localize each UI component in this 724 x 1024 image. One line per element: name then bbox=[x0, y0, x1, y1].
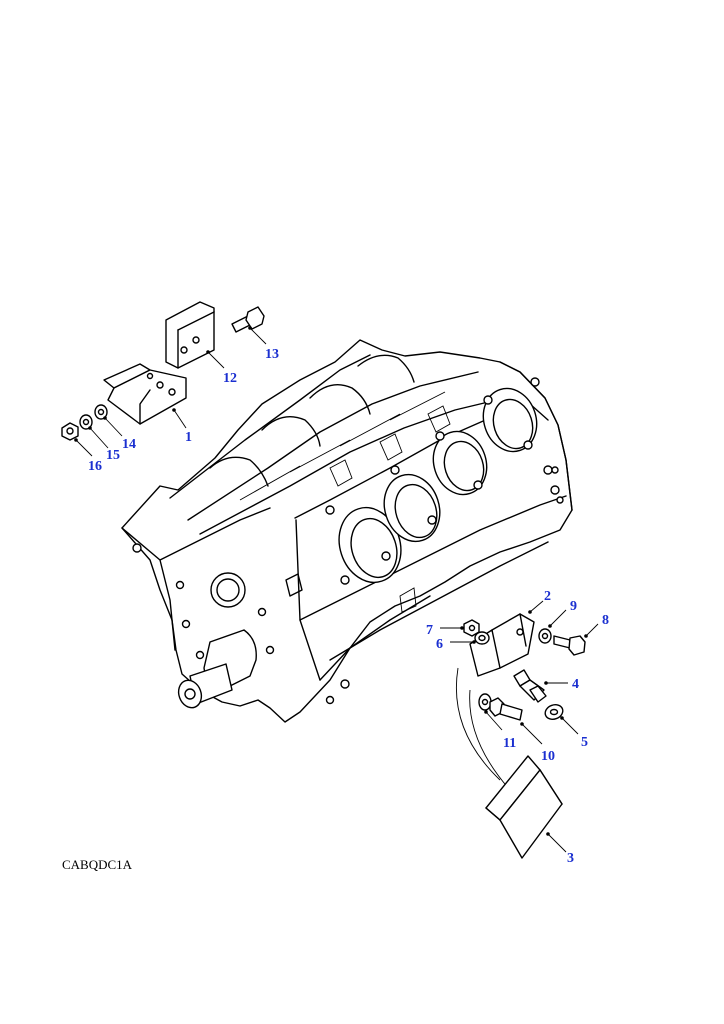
svg-text:10: 10 bbox=[541, 749, 555, 764]
callout-11: 11 bbox=[484, 710, 516, 751]
callout-10: 10 bbox=[520, 722, 555, 764]
callout-3: 3 bbox=[546, 832, 574, 866]
assembly-path-line bbox=[455, 667, 501, 781]
svg-text:7: 7 bbox=[426, 623, 433, 638]
callout-13: 13 bbox=[248, 326, 279, 362]
drawing-reference-code: CABQDC1A bbox=[62, 857, 133, 872]
callout-12: 12 bbox=[206, 350, 237, 386]
callout-5: 5 bbox=[560, 716, 588, 750]
bolt-part-13 bbox=[231, 306, 265, 333]
callout-4: 4 bbox=[544, 677, 579, 692]
svg-text:11: 11 bbox=[503, 736, 516, 751]
engine-block bbox=[121, 339, 573, 723]
svg-text:14: 14 bbox=[122, 437, 136, 452]
washer-part-5 bbox=[544, 704, 564, 720]
mounting-bracket-part-1 bbox=[103, 363, 187, 425]
callout-7: 7 bbox=[426, 623, 464, 638]
callout-1: 1 bbox=[172, 408, 192, 445]
callout-14: 14 bbox=[103, 416, 136, 452]
svg-text:8: 8 bbox=[602, 613, 609, 628]
svg-text:4: 4 bbox=[572, 677, 579, 692]
callout-15: 15 bbox=[88, 426, 120, 463]
callout-8: 8 bbox=[584, 613, 609, 638]
rubber-mount-part-4 bbox=[513, 669, 547, 703]
mounting-bracket-part-3 bbox=[485, 755, 563, 859]
mounting-bracket-part-2 bbox=[469, 613, 535, 677]
callout-9: 9 bbox=[548, 599, 577, 628]
svg-text:16: 16 bbox=[88, 459, 102, 474]
washer-part-11 bbox=[478, 693, 492, 711]
svg-text:9: 9 bbox=[570, 599, 577, 614]
washer-part-15 bbox=[79, 414, 93, 430]
svg-text:5: 5 bbox=[581, 735, 588, 750]
callout-2: 2 bbox=[528, 589, 551, 614]
svg-text:3: 3 bbox=[567, 851, 574, 866]
washer-part-14 bbox=[94, 404, 108, 420]
svg-text:2: 2 bbox=[544, 589, 551, 604]
bolt-part-8 bbox=[553, 635, 586, 656]
mounting-bracket-part-12 bbox=[165, 301, 215, 369]
bolt-part-10 bbox=[489, 697, 523, 721]
svg-text:12: 12 bbox=[223, 371, 237, 386]
washer-part-6 bbox=[474, 631, 490, 645]
svg-text:15: 15 bbox=[106, 448, 120, 463]
nut-part-16 bbox=[61, 422, 79, 441]
callout-16: 16 bbox=[74, 438, 102, 474]
svg-text:6: 6 bbox=[436, 637, 443, 652]
svg-text:1: 1 bbox=[185, 430, 192, 445]
callout-6: 6 bbox=[436, 637, 476, 652]
washer-part-9 bbox=[538, 628, 552, 644]
assembly-path-line bbox=[469, 689, 511, 791]
svg-text:13: 13 bbox=[265, 347, 279, 362]
